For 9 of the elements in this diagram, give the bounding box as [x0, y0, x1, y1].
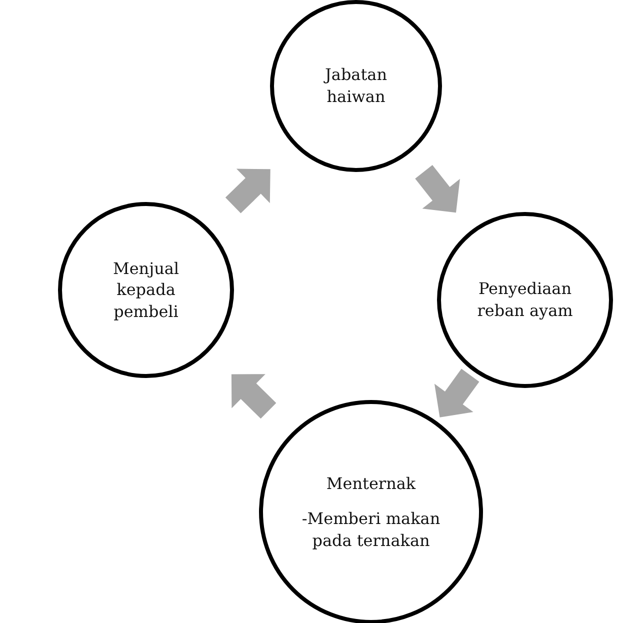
node-label: Penyediaan reban ayam	[476, 278, 574, 322]
block-arrow	[225, 168, 270, 214]
node-label: Menternak	[326, 472, 416, 494]
node-description: -Memberi makan pada ternakan	[300, 508, 442, 552]
block-arrow	[415, 165, 460, 213]
node-label: Menjual kepada pembeli	[112, 258, 180, 322]
node-label: Jabatan haiwan	[322, 64, 388, 108]
block-arrow	[231, 374, 276, 419]
block-arrow	[434, 368, 480, 418]
